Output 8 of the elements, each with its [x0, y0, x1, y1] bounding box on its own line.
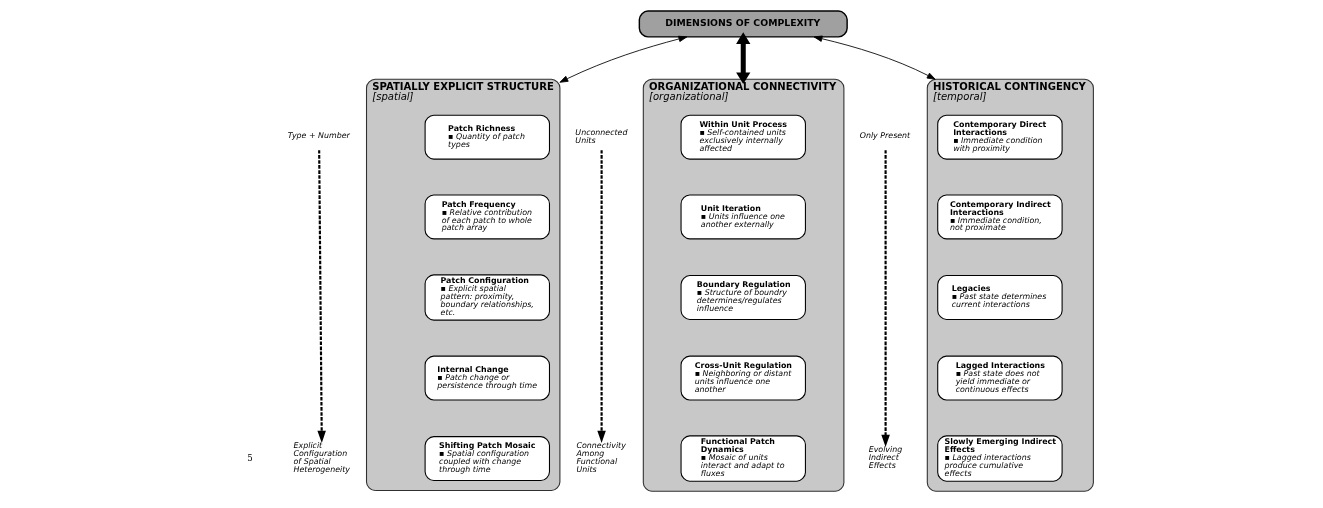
node-box: DIMENSIONS OF COMPLEXITY	[638, 10, 848, 38]
arrow	[735, 32, 750, 85]
arrow	[559, 35, 687, 83]
arrow	[813, 35, 936, 80]
label: 5	[246, 452, 253, 463]
arrow	[596, 150, 606, 443]
arrow	[880, 150, 890, 447]
arrow	[316, 150, 326, 443]
